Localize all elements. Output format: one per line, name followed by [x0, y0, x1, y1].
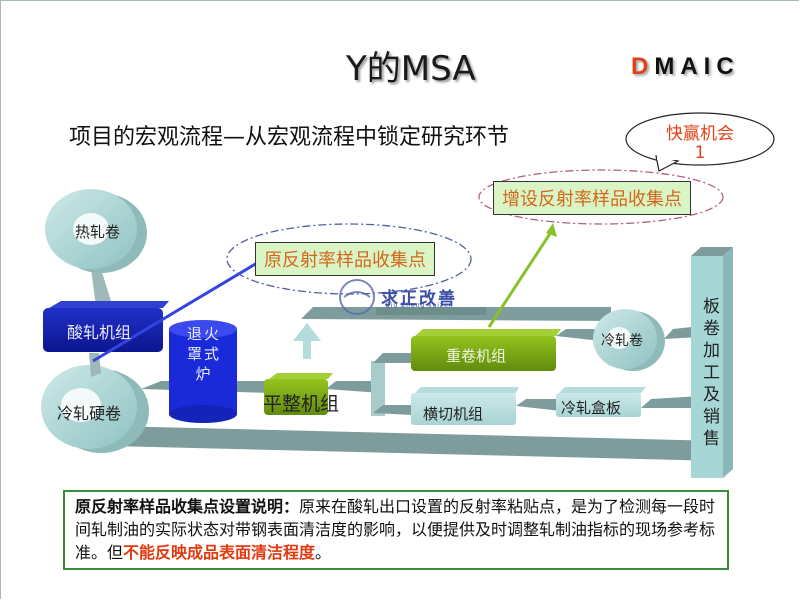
annealing-label: 退火罩式炉	[186, 325, 221, 383]
watermark-logo-icon	[339, 279, 486, 315]
cold-sheet-label: 冷轧盒板	[561, 399, 622, 417]
cold-hard-coil	[41, 365, 149, 453]
crosscut-label: 横切机组	[423, 405, 484, 423]
belt-sheet-sales	[641, 396, 701, 408]
quick-win-line2: 1	[694, 143, 706, 163]
cold-sheet-unit	[556, 387, 646, 417]
old-sample-point-label: 原反射率样品收集点	[255, 242, 435, 276]
subtitle: 项目的宏观流程—从宏观流程中锁定研究环节	[69, 125, 510, 150]
annealing-furnace	[169, 320, 237, 423]
new-point-pointer	[487, 228, 555, 328]
watermark-text: 求正改善	[381, 289, 457, 309]
pickling-label: 酸轧机组	[67, 323, 132, 342]
belt-to-rewinding	[373, 353, 411, 363]
cold-coil-label: 冷轧卷	[601, 333, 643, 349]
belt-branch-vertical	[371, 361, 385, 416]
crosscut-unit	[411, 387, 519, 425]
description-box: 原反射率样品收集点设置说明：原来在酸轧出口设置的反射率粘贴点，是为了检测每一段时…	[63, 490, 729, 570]
sales-pillar	[691, 247, 733, 478]
cold-coil	[593, 309, 665, 371]
new-point-arrowhead	[546, 223, 557, 237]
belt-crosscut-sheet	[516, 399, 561, 411]
description-end: 。	[315, 543, 332, 562]
dmaic-label: DMAIC	[631, 53, 740, 81]
temper-unit	[264, 373, 333, 415]
cold-hard-coil-label: 冷轧硬卷	[57, 404, 122, 423]
old-point-pointer	[92, 261, 258, 363]
dmaic-d: D	[631, 53, 655, 80]
quick-win-callout	[625, 112, 775, 172]
description-body: 原来在酸轧出口设置的反射率粘贴点，是为了检测每一段时间轧制油的实际状态对带钢表面…	[75, 497, 716, 562]
sales-label: 板卷加工及销售	[699, 297, 719, 451]
watermark-pinyin: Qiu Zheng kaizen	[385, 302, 454, 309]
description-highlight: 不能反映成品表面清洁程度	[123, 543, 316, 562]
belt-branch	[326, 381, 381, 393]
new-point-ellipse	[478, 169, 724, 225]
belt-bottom	[111, 426, 721, 461]
new-sample-point-label: 增设反射率样品收集点	[493, 181, 691, 215]
rewinding-label: 重卷机组	[446, 347, 507, 365]
hot-coil-label: 热轧卷	[75, 223, 121, 241]
belt-to-crosscut	[373, 405, 411, 415]
description-lead: 原反射率样品收集点设置说明：	[75, 497, 300, 516]
connector-hot	[91, 269, 111, 306]
temper-label: 平整机组	[263, 393, 340, 415]
up-arrow-icon	[293, 323, 321, 359]
quick-win-text: 快赢机会 1	[649, 125, 751, 163]
page-title: Y的MSA	[346, 49, 476, 89]
belt-rewind-coil	[556, 329, 601, 341]
rewinding-unit	[411, 329, 561, 371]
quick-win-line1: 快赢机会	[666, 124, 734, 144]
pickling-unit	[43, 301, 169, 352]
hot-coil	[45, 189, 147, 273]
dmaic-rest: MAIC	[654, 53, 740, 80]
